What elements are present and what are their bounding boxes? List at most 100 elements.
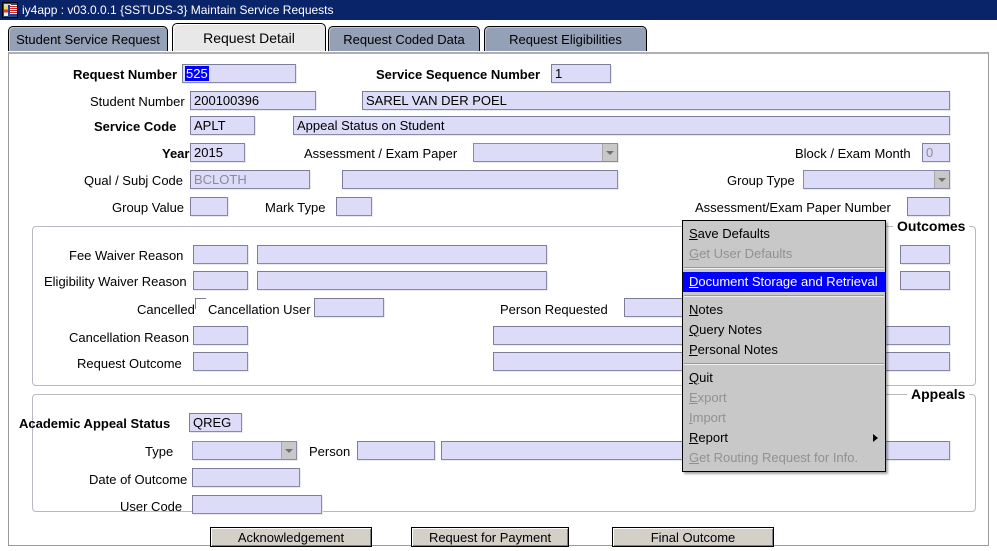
menu-item-label: et User Defaults xyxy=(699,246,793,261)
type-label: Type xyxy=(145,444,174,459)
service-sequence-number-input[interactable]: 1 xyxy=(551,64,611,83)
submenu-arrow-icon xyxy=(873,434,878,442)
qual-subj-code-input[interactable]: BCLOTH xyxy=(190,170,310,189)
mark-type-input[interactable] xyxy=(336,197,372,216)
menu-item-label: et Routing Request for Info. xyxy=(699,450,859,465)
request-for-payment-button[interactable]: Request for Payment xyxy=(411,527,569,547)
cancellation-reason-code-input[interactable] xyxy=(193,326,248,345)
student-name-display[interactable]: SAREL VAN DER POEL xyxy=(362,91,950,110)
chevron-down-icon[interactable] xyxy=(281,442,296,459)
menu-item-mnemonic: G xyxy=(689,246,700,261)
fee-waiver-reason-desc-input[interactable] xyxy=(257,245,547,264)
cancelled-checkbox[interactable] xyxy=(195,298,206,309)
student-number-input[interactable]: 200100396 xyxy=(190,91,316,110)
assessment-exam-paper-number-input[interactable] xyxy=(907,197,950,216)
tab-request-detail[interactable]: Request Detail xyxy=(172,23,326,51)
service-code-input[interactable]: APLT xyxy=(190,116,255,135)
person-label: Person xyxy=(309,444,351,459)
service-sequence-number-label: Service Sequence Number xyxy=(376,67,541,82)
menu-item-mnemonic: Q xyxy=(689,322,700,337)
qual-subj-code-label: Qual / Subj Code xyxy=(84,173,184,188)
chevron-down-icon[interactable] xyxy=(934,171,949,188)
year-input[interactable]: 2015 xyxy=(190,143,245,162)
eligibility-waiver-reason-code-input[interactable] xyxy=(193,271,248,290)
block-exam-month-input[interactable]: 0 xyxy=(922,143,950,162)
menu-item-label: uery Notes xyxy=(699,322,762,337)
cancellation-user-input[interactable] xyxy=(314,298,384,317)
menu-separator xyxy=(684,363,884,365)
cancelled-label: Cancelled xyxy=(137,302,195,317)
menu-item-label: mport xyxy=(692,410,726,425)
outcomes-group-box xyxy=(32,226,976,386)
cancellation-reason-label: Cancellation Reason xyxy=(69,330,189,345)
menu-separator xyxy=(684,267,884,269)
assessment-exam-paper-box xyxy=(473,143,618,162)
outcomes-right-field-1[interactable] xyxy=(900,245,950,264)
menu-item-label: uit xyxy=(699,370,713,385)
assessment-exam-paper-number-label: Assessment/Exam Paper Number xyxy=(695,200,891,215)
appeal-person-code-input[interactable] xyxy=(357,441,435,460)
group-type-select[interactable] xyxy=(803,170,950,189)
request-for-payment-button-label: Request for Payment xyxy=(428,529,552,545)
menu-separator xyxy=(684,295,884,297)
service-description-display[interactable]: Appeal Status on Student xyxy=(293,116,950,135)
request-number-value: 525 xyxy=(185,66,209,81)
chevron-down-icon[interactable] xyxy=(602,144,617,161)
cancellation-user-label: Cancellation User xyxy=(208,302,311,317)
acknowledgement-button-label: Acknowledgement xyxy=(237,529,345,545)
menu-item-mnemonic: P xyxy=(689,342,698,357)
mark-type-label: Mark Type xyxy=(265,200,326,215)
tab-label: Request Detail xyxy=(203,29,295,46)
tab-request-eligibilities[interactable]: Request Eligibilities xyxy=(484,26,647,51)
group-value-input[interactable] xyxy=(190,197,228,216)
app-flag-icon xyxy=(2,2,18,18)
eligibility-waiver-reason-label: Eligibility Waiver Reason xyxy=(44,274,187,289)
appeal-type-box xyxy=(192,441,297,460)
eligibility-waiver-reason-desc-input[interactable] xyxy=(257,271,547,290)
fee-waiver-reason-code-input[interactable] xyxy=(193,245,248,264)
appeals-group-box xyxy=(32,394,976,512)
group-type-box xyxy=(803,170,950,189)
menu-item-label: ocument Storage and Retrieval xyxy=(698,274,878,289)
user-code-input[interactable] xyxy=(192,495,322,514)
final-outcome-button[interactable]: Final Outcome xyxy=(612,527,774,547)
menu-item-mnemonic: D xyxy=(689,274,699,289)
outcomes-right-field-2[interactable] xyxy=(900,271,950,290)
academic-appeal-status-input[interactable]: QREG xyxy=(189,413,242,432)
menu-item-mnemonic: E xyxy=(689,390,698,405)
outcomes-group-title: Outcomes xyxy=(893,218,970,234)
acknowledgement-button[interactable]: Acknowledgement xyxy=(210,527,372,547)
group-value-label: Group Value xyxy=(112,200,185,215)
appeals-group-title: Appeals xyxy=(907,386,970,402)
request-number-input[interactable]: 525 xyxy=(182,64,296,83)
menu-item-label: xport xyxy=(697,390,727,405)
block-exam-month-label: Block / Exam Month xyxy=(795,146,911,161)
request-outcome-code-input[interactable] xyxy=(193,352,248,371)
menu-item-mnemonic: I xyxy=(689,410,693,425)
tab-request-coded-data[interactable]: Request Coded Data xyxy=(328,26,480,51)
menu-item-label: ersonal Notes xyxy=(697,342,778,357)
fee-waiver-reason-label: Fee Waiver Reason xyxy=(69,248,184,263)
request-number-label: Request Number xyxy=(73,67,178,82)
group-type-label: Group Type xyxy=(727,173,795,188)
assessment-exam-paper-select[interactable] xyxy=(473,143,618,162)
menu-item-label: otes xyxy=(698,302,723,317)
tab-student-service-request[interactable]: Student Service Request xyxy=(8,26,168,51)
qual-subj-description-display[interactable] xyxy=(342,170,618,189)
menu-item-label: eport xyxy=(698,430,729,445)
date-of-outcome-input[interactable] xyxy=(192,468,300,487)
appeal-type-select[interactable] xyxy=(192,441,297,460)
tab-label: Request Coded Data xyxy=(343,31,465,47)
